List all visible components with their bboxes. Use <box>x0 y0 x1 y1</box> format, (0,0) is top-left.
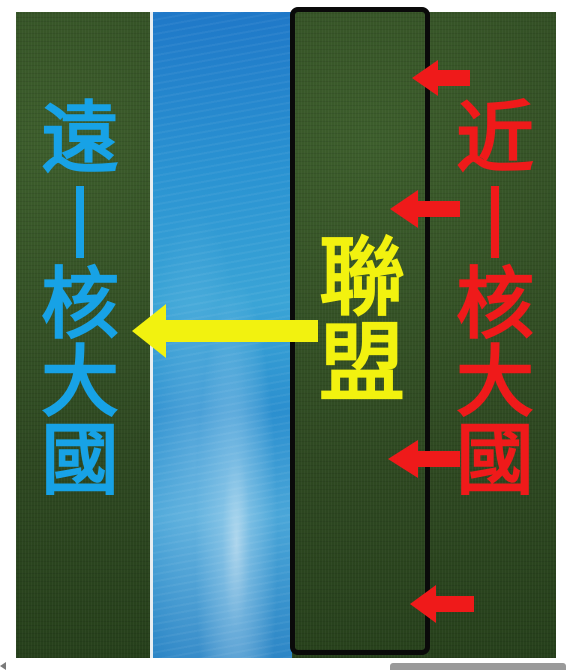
red-left-arrow-icon <box>388 440 460 478</box>
near-power-territory <box>292 12 556 658</box>
alliance-label-char: 盟 <box>319 313 405 414</box>
far-label-char: 遠 <box>40 93 119 184</box>
near-label-char: 核 <box>455 259 534 350</box>
far-nuclear-power-label: 遠 核 大 國 <box>30 100 130 500</box>
alliance-label-char: 聯 <box>319 227 405 328</box>
far-label-char: 國 <box>40 415 119 506</box>
red-left-arrow-icon <box>390 190 460 228</box>
far-label-dash <box>76 186 84 258</box>
scrollbar-handle[interactable] <box>390 663 566 670</box>
near-label-dash <box>491 186 499 258</box>
near-label-char: 大 <box>455 337 534 428</box>
red-left-arrow-icon <box>412 60 470 96</box>
far-label-char: 核 <box>40 259 119 350</box>
bottom-strip <box>0 660 566 670</box>
near-label-char: 近 <box>455 93 534 184</box>
red-left-arrow-icon <box>410 585 474 623</box>
yellow-left-arrow-icon <box>132 304 318 358</box>
far-label-char: 大 <box>40 337 119 428</box>
alliance-label: 聯 盟 <box>303 235 421 407</box>
near-label-char: 國 <box>455 415 534 506</box>
scroll-left-icon[interactable] <box>0 662 6 670</box>
far-power-territory <box>16 12 150 658</box>
near-nuclear-power-label: 近 核 大 國 <box>440 100 550 500</box>
